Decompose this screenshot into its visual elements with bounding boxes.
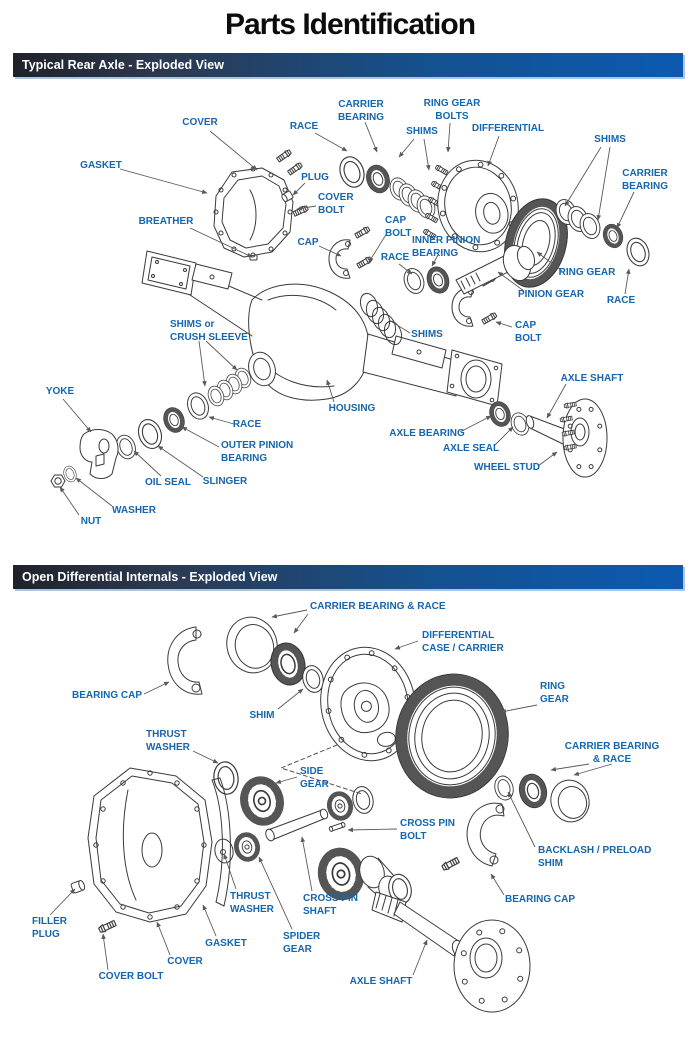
rear-axle-art [50,148,654,488]
housing-drawing [141,244,503,407]
cross-pin-shaft-drawing [265,808,329,842]
cover-bolt-drawing [275,148,293,164]
axle-shaft-drawing [525,398,608,478]
cap-bolt-drawing [353,225,371,240]
axle-shaft-drawing [371,891,531,1013]
yoke-drawing [79,429,119,479]
race-drawing [335,152,369,192]
bearing-cap-drawing [167,626,203,695]
plug-drawing [281,190,294,203]
slinger-drawing [134,415,166,453]
filler-plug-drawing [70,880,86,894]
cap-bolt-drawing [480,311,498,326]
cover-bolt-drawing [286,161,304,177]
carrier-race-drawing [226,616,278,674]
cover-drawing [87,767,213,923]
open-differential-art [70,616,590,1013]
bearing-cap-drawing [328,239,351,279]
cover-drawing [213,166,294,258]
differential-case-drawing [320,646,416,762]
outer-pinion-bearing-drawing [160,405,187,435]
nut-drawing [50,474,66,488]
race-drawing [622,234,654,270]
page-title: Parts Identification [224,8,476,41]
differential-drawing [437,159,519,253]
inner-pinion-bearing-drawing [424,264,453,296]
thrust-washer-drawing [211,759,241,797]
carrier-race-drawing [550,779,590,823]
bearing-cap-drawing [466,802,505,867]
carrier-bearing-drawing [516,771,550,810]
section-header-rear-axle: Typical Rear Axle - Exploded View [13,53,683,77]
ring-gear-drawing [395,673,509,799]
bearing-cap-drawing [451,287,474,327]
thrust-washer-drawing [214,838,234,864]
carrier-bearing-drawing [598,219,628,253]
ring-gear-bolt-drawing [422,227,437,240]
gasket-drawing [211,777,231,907]
section-header-open-differential: Open Differential Internals - Exploded V… [13,565,683,589]
backlash-shim-drawing [491,773,517,803]
cap-bolt-drawing [355,255,373,270]
carrier-bearing-drawing [363,162,393,196]
thrust-washer-drawing [349,784,377,816]
cover-bolt-drawing [97,919,118,935]
cover-bolt-drawing [292,204,310,218]
ring-gear-bolt-drawing [434,163,449,176]
spider-gear-drawing [232,830,262,863]
race-drawing [400,265,428,297]
spider-gear-drawing [324,789,355,823]
cap-bolt-drawing [440,856,461,872]
side-gear-drawing [236,772,289,829]
cross-pin-bolt-drawing [328,821,346,832]
